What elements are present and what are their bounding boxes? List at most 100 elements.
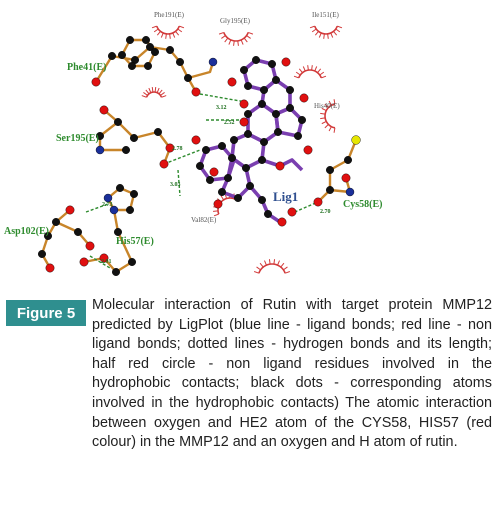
hbond-distance-7: 2.70 — [320, 209, 331, 215]
hydrophobic-arc-upper-right-spoke — [317, 68, 322, 73]
oxygen-atom — [45, 263, 55, 273]
hydrophobic-arc-ile151-spoke — [333, 31, 338, 36]
hydrophobic-label-phe191: Phe191(E) — [154, 11, 185, 19]
hydrophobic-arc-ile151-spoke — [335, 28, 341, 33]
hydrophobic-arc-his40-spoke — [333, 127, 336, 133]
hydrophobic-arc-phe191-spoke — [165, 33, 167, 39]
ligand-branch — [261, 158, 304, 172]
residue-bonds — [40, 38, 358, 274]
hydrophobic-arc-gly195-spoke — [240, 39, 244, 45]
hydrophobic-arc-bottom — [253, 259, 291, 274]
hydrophobic-arc-his40-spoke — [321, 107, 327, 112]
hydrophobic-arc-phe41-ring-spoke — [141, 95, 147, 98]
carbon-atom — [121, 145, 130, 154]
hbond-1 — [199, 93, 247, 103]
oxygen-atom — [191, 87, 201, 97]
residue-phe41-tail — [187, 61, 215, 80]
carbon-atom — [150, 48, 159, 57]
hydrophobic-arc-bottom-spoke — [256, 266, 261, 271]
carbon-atom — [125, 36, 134, 45]
hydrophobic-arc-upper-right-spoke — [302, 66, 306, 72]
hydrophobic-arc-ile151-spoke — [327, 33, 329, 39]
hydrophobic-label-his40: His40(E) — [314, 102, 340, 110]
carbon-atom — [274, 127, 283, 136]
hydrophobic-arc-ile151-spoke — [311, 28, 317, 33]
sulfur-atom — [351, 135, 361, 145]
oxygen-atom — [287, 207, 297, 217]
oxygen-atom — [99, 105, 109, 115]
hydrophobic-arc-his40-spoke — [328, 126, 332, 132]
carbon-atom — [115, 183, 124, 192]
carbon-atom — [201, 145, 210, 154]
carbon-atom — [294, 131, 303, 140]
hydrophobic-arc-his40-spoke — [324, 124, 329, 129]
hydrophobic-arc-phe191-spoke — [179, 25, 185, 29]
hydrophobic-label-val82: Val82(E) — [191, 216, 217, 224]
residue-asp102-branch — [55, 220, 91, 247]
hydrophobic-arc-bottom-spoke — [253, 271, 260, 274]
figure-badge: Figure 5 — [6, 300, 86, 326]
hydrophobic-arc-gly195-spoke — [237, 40, 239, 46]
oxygen-atom — [191, 135, 201, 145]
hydrophobic-arc-upper-right-arc — [297, 69, 323, 79]
hydrophobic-arc-phe191-spoke — [153, 28, 159, 33]
hydrophobic-arc-upper-right-spoke — [307, 65, 309, 71]
hydrophobic-arc-val82-spoke — [213, 213, 219, 217]
oxygen-atom — [159, 159, 169, 169]
residue-label-cys58: Cys58(E) — [343, 199, 382, 210]
hbond-4 — [177, 169, 181, 197]
oxygen-atom — [239, 117, 249, 127]
carbon-atom — [145, 43, 154, 52]
nitrogen-atom — [345, 187, 355, 197]
hydrophobic-arc-bottom-spoke — [259, 262, 264, 268]
nitrogen-atom — [103, 193, 113, 203]
carbon-atom — [205, 175, 214, 184]
hydrophobic-arc-upper-right — [293, 65, 327, 79]
hydrophobic-arc-bottom-spoke — [268, 259, 271, 265]
residue-label-ser195: Ser195(E) — [56, 133, 99, 144]
carbon-atom — [258, 155, 267, 164]
hydrophobic-arc-phe41-ring-spoke — [148, 87, 152, 93]
hydrophobic-arc-ile151-arc — [313, 25, 339, 35]
hydrophobic-arc-phe191-spoke — [160, 32, 164, 38]
carbon-atom — [243, 129, 252, 138]
hydrophobic-arc-gly195-spoke — [233, 40, 235, 46]
oxygen-atom — [165, 143, 175, 153]
hydrophobic-arc-gly195-spoke — [243, 37, 248, 43]
hydrophobic-arc-his40-spoke — [328, 100, 332, 106]
hbond-3 — [163, 149, 201, 165]
oxygen-atom — [227, 77, 237, 87]
hydrophobic-arc-phe191-spoke — [175, 31, 180, 36]
oxygen-atom — [79, 257, 89, 267]
hydrophobic-label-gly195: Gly195(E) — [220, 17, 251, 25]
carbon-atom — [217, 187, 226, 196]
hydrophobic-arc-bottom-arc — [258, 263, 286, 274]
hbond-5 — [85, 203, 109, 213]
oxygen-atom — [209, 167, 219, 177]
carbon-atom — [223, 173, 232, 182]
carbon-atom — [129, 189, 138, 198]
carbon-atom — [272, 109, 281, 118]
carbon-atom — [243, 109, 252, 118]
hydrophobic-arc-bottom-spoke — [273, 259, 276, 265]
hydrophobic-arc-gly195-spoke — [224, 37, 229, 43]
carbon-atom — [258, 195, 267, 204]
hydrophobic-arc-phe41-ring-spoke — [161, 95, 167, 98]
oxygen-atom — [313, 197, 323, 207]
hydrophobic-arc-ile151-spoke — [337, 25, 343, 29]
hydrophobic-arc-gly195-spoke — [228, 39, 232, 45]
hydrophobic-arc-gly195 — [218, 31, 254, 46]
ligplot-diagram: Phe191(E) Gly195(E) Ile151(E) His40(E) V… — [4, 11, 382, 277]
carbon-atom — [326, 165, 335, 174]
hbond-distance-4: 3.03 — [170, 182, 181, 188]
residue-label-phe41: Phe41(E) — [67, 62, 106, 73]
hydrophobic-arc-val82-spoke — [220, 195, 225, 201]
carbon-atom — [38, 249, 47, 258]
carbon-atom — [241, 163, 250, 172]
hydrophobic-arc-phe191-arc — [155, 25, 181, 35]
residue-label-asp102: Asp102(E) — [4, 226, 49, 237]
oxygen-atom — [303, 145, 313, 155]
hbond-distance-5: 2.73 — [102, 202, 113, 208]
carbon-atom — [233, 193, 242, 202]
hydrophobic-arc-ile151-spoke — [330, 32, 334, 38]
